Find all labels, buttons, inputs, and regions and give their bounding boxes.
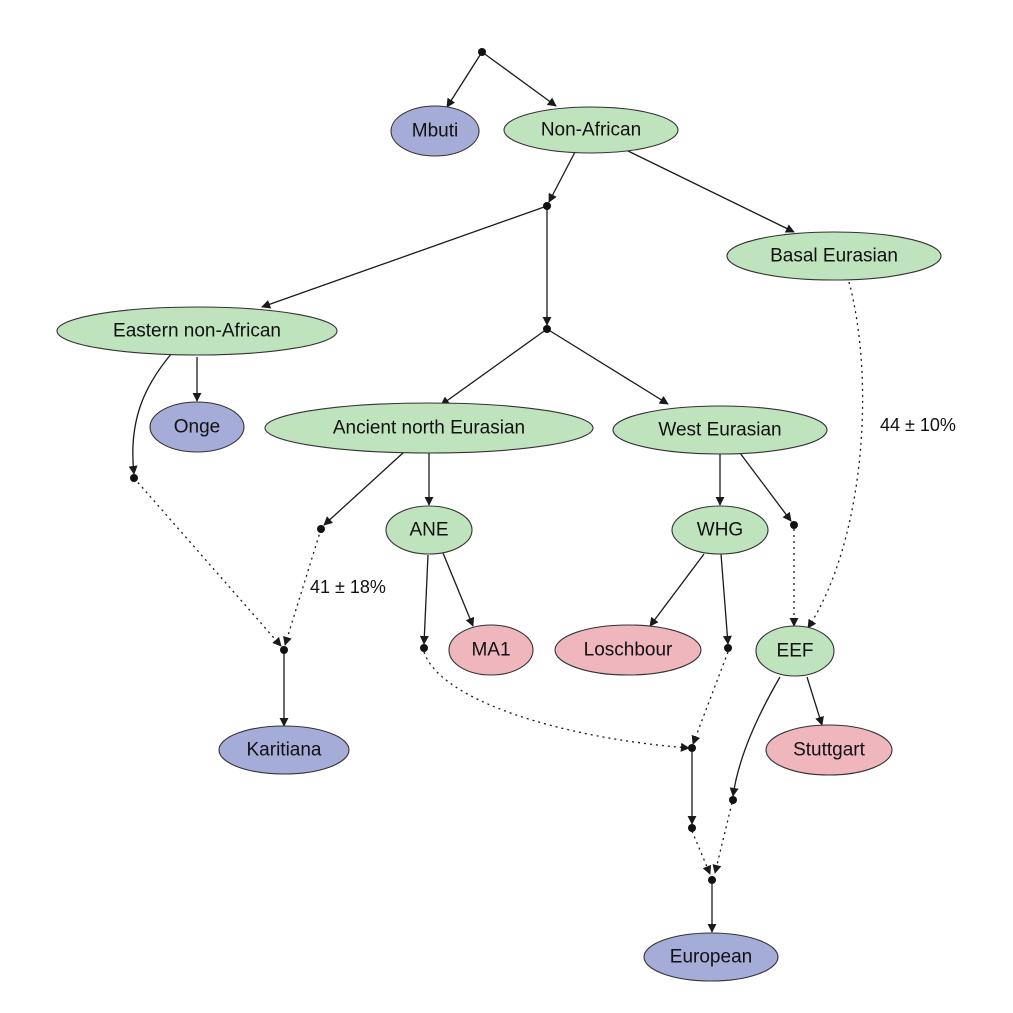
node-onge-label: Onge	[174, 417, 220, 438]
node-basal-eurasian-shape	[726, 231, 942, 281]
node-loschbour-shape	[554, 624, 702, 676]
edge-junction-5-to-junction-4	[283, 528, 322, 646]
edge-junction-7-to-junction-8	[691, 651, 729, 745]
junction-root	[478, 48, 486, 56]
node-west-eurasian-label: West Eurasian	[658, 420, 781, 441]
node-whg: WHG	[671, 505, 769, 555]
node-mbuti: Mbuti	[390, 105, 480, 157]
node-ma1-shape	[448, 624, 534, 676]
node-ane: ANE	[385, 505, 473, 555]
junction-7	[724, 644, 732, 652]
node-eef-shape	[755, 625, 835, 677]
node-ancient-north-eurasian-shape	[264, 402, 594, 454]
edge-junction-2-to-west-eurasian	[546, 328, 669, 405]
admixture-label-basal-eurasian: 44 ± 10%	[880, 415, 956, 435]
node-onge: Onge	[149, 401, 245, 453]
node-basal-eurasian-label: Basal Eurasian	[770, 246, 898, 267]
node-whg-label: WHG	[697, 520, 743, 541]
node-karitiana: Karitiana	[218, 725, 350, 775]
junction-10	[729, 796, 737, 804]
edge-junction-2-to-ancient-north-eurasian	[440, 328, 548, 406]
node-ma1: MA1	[448, 624, 534, 676]
edge-ancient-north-eurasian-to-junction-5	[323, 451, 405, 526]
node-mbuti-shape	[390, 105, 480, 157]
edge-junction-1-to-eastern-non-african	[261, 205, 548, 309]
node-non-african-shape	[503, 106, 679, 154]
junction-12	[708, 876, 716, 884]
node-karitiana-label: Karitiana	[247, 740, 322, 761]
junction-1	[543, 202, 551, 210]
edge-ane-to-junction-6	[419, 554, 429, 645]
node-ancient-north-eurasian-label: Ancient north Eurasian	[333, 418, 525, 439]
edge-eef-to-junction-10	[729, 676, 781, 797]
junction-5	[317, 525, 325, 533]
node-ane-shape	[385, 505, 473, 555]
node-ancient-north-eurasian: Ancient north Eurasian	[264, 402, 594, 454]
node-eastern-non-african-label: Eastern non-African	[113, 321, 281, 342]
junction-9	[790, 521, 798, 529]
node-west-eurasian: West Eurasian	[612, 405, 828, 455]
node-west-eurasian-shape	[612, 405, 828, 455]
node-european-label: European	[670, 947, 752, 968]
node-european-shape	[643, 932, 779, 982]
junction-2	[543, 325, 551, 333]
edge-junction-11-to-junction-12	[691, 830, 712, 875]
edge-non-african-to-junction-1	[548, 151, 576, 203]
edges	[128, 51, 864, 933]
node-onge-shape	[149, 401, 245, 453]
edge-eastern-non-african-to-junction-3	[128, 352, 173, 475]
edge-junction-3-to-junction-4	[133, 477, 282, 647]
junction-4	[280, 646, 288, 654]
node-eastern-non-african-shape	[56, 306, 338, 356]
node-loschbour-label: Loschbour	[584, 640, 673, 661]
node-stuttgart-label: Stuttgart	[793, 740, 866, 761]
edge-basal-eurasian-to-eef	[807, 281, 864, 629]
junction-6	[420, 644, 428, 652]
node-karitiana-shape	[218, 725, 350, 775]
node-non-african-label: Non-African	[541, 120, 641, 141]
edge-eef-to-stuttgart	[806, 676, 824, 726]
node-loschbour: Loschbour	[554, 624, 702, 676]
admixture-label-ane-karitiana: 41 ± 18%	[310, 577, 386, 597]
junction-8	[688, 744, 696, 752]
node-eastern-non-african: Eastern non-African	[56, 306, 338, 356]
node-eef: EEF	[755, 625, 835, 677]
node-stuttgart-shape	[765, 724, 893, 776]
junction-3	[130, 474, 138, 482]
edge-west-eurasian-to-junction-9	[739, 452, 792, 522]
node-stuttgart: Stuttgart	[765, 724, 893, 776]
edge-junction-6-to-junction-8	[423, 651, 690, 752]
node-ma1-label: MA1	[471, 640, 510, 661]
edge-whg-to-junction-7	[720, 553, 732, 645]
edge-junction-10-to-junction-12	[712, 802, 733, 874]
edge-root-to-non-african	[481, 51, 557, 107]
node-ane-label: ANE	[409, 520, 448, 541]
node-basal-eurasian: Basal Eurasian	[726, 231, 942, 281]
edge-whg-to-loschbour	[649, 553, 705, 627]
node-european: European	[643, 932, 779, 982]
edge-root-to-mbuti	[446, 51, 483, 108]
edge-labels: 44 ± 10% 41 ± 18%	[310, 415, 956, 597]
node-eef-label: EEF	[777, 641, 814, 662]
edge-non-african-to-basal-eurasian	[625, 149, 795, 233]
junctions	[130, 48, 798, 884]
node-non-african: Non-African	[503, 106, 679, 154]
node-whg-shape	[671, 505, 769, 555]
node-mbuti-label: Mbuti	[412, 121, 458, 142]
edge-ane-to-ma1	[442, 552, 475, 627]
junction-11	[688, 824, 696, 832]
nodes: Mbuti Non-African Basal Eurasian Eastern…	[56, 105, 942, 982]
